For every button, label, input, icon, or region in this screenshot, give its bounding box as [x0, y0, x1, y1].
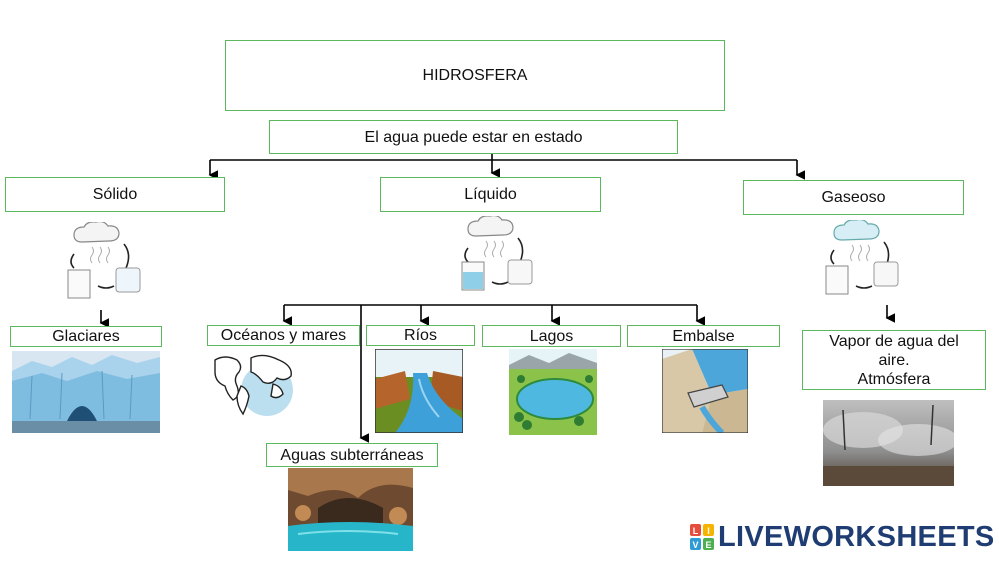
state-liquid-box: Líquido [380, 177, 601, 212]
liveworksheets-brand-name: LIVEWORKSHEETS [718, 521, 995, 554]
rios-box: Ríos [366, 325, 475, 346]
state-solid-label: Sólido [93, 185, 137, 204]
vapor-label-line3: Atmósfera [858, 370, 931, 389]
fog-vapor-image [823, 400, 954, 486]
subtitle-box: El agua puede estar en estado [269, 120, 678, 154]
subtitle-text: El agua puede estar en estado [365, 128, 583, 147]
logo-letter-v: V [692, 540, 698, 550]
logo-letter-l: L [693, 526, 699, 536]
vapor-box: Vapor de agua del aire. Atmósfera [802, 330, 986, 390]
logo-letter-e: E [705, 540, 711, 550]
state-gas-label: Gaseoso [821, 188, 885, 207]
title-box: HIDROSFERA [225, 40, 725, 111]
aguas-subterraneas-box: Aguas subterráneas [266, 443, 438, 467]
embalse-label: Embalse [672, 327, 734, 346]
lagos-box: Lagos [482, 325, 621, 347]
vapor-label-line2: aire. [878, 351, 909, 370]
logo-letter-i: I [707, 526, 710, 536]
state-solid-box: Sólido [5, 177, 225, 212]
page-title: HIDROSFERA [423, 66, 528, 85]
state-gas-box: Gaseoso [743, 180, 964, 215]
liveworksheets-logo-icon: L I V E [690, 524, 714, 550]
lagos-label: Lagos [530, 327, 574, 346]
embalse-box: Embalse [627, 325, 780, 347]
rios-label: Ríos [404, 326, 437, 345]
gas-state-cycle-icon [820, 220, 902, 300]
liveworksheets-logo: L I V E LIVEWORKSHEETS [690, 520, 995, 554]
vapor-label-line1: Vapor de agua del [829, 332, 959, 351]
world-map-image [211, 350, 299, 416]
glacier-image [12, 351, 160, 433]
lake-image [509, 349, 597, 435]
reservoir-image [662, 349, 748, 433]
river-image [375, 349, 463, 433]
solid-state-cycle-icon [60, 222, 142, 302]
oceanos-label: Océanos y mares [221, 326, 346, 345]
glaciares-box: Glaciares [10, 326, 162, 347]
state-liquid-label: Líquido [464, 185, 517, 204]
underground-water-image [288, 468, 413, 551]
oceanos-box: Océanos y mares [207, 325, 360, 346]
glaciares-label: Glaciares [52, 327, 120, 346]
aguas-subterraneas-label: Aguas subterráneas [280, 446, 423, 465]
liquid-state-cycle-icon [454, 216, 536, 296]
